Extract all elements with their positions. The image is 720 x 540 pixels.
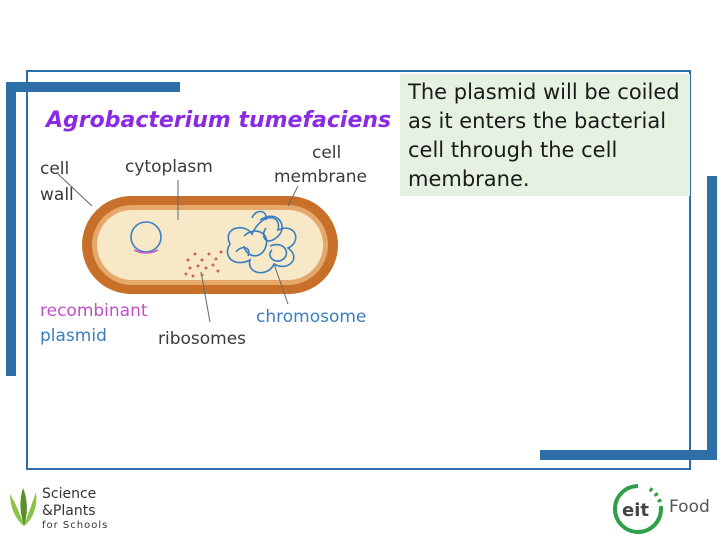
bacterium-diagram: Agrobacterium tumefaciens cell wall cyto…: [40, 108, 391, 349]
eit-food-logo-icon: eit: [613, 484, 664, 534]
diagram-title: Agrobacterium tumefaciens: [44, 108, 391, 133]
frame-accent-top-left-vertical: [6, 82, 16, 376]
explanation-note: The plasmid will be coiled as it enters …: [400, 74, 690, 196]
cell-membrane-label-line1: cell: [312, 143, 341, 163]
recombinant-plasmid: [130, 221, 162, 253]
ribosomes-label: ribosomes: [158, 329, 246, 349]
cytoplasm-label: cytoplasm: [125, 157, 213, 177]
cell-wall-leader: [57, 173, 93, 207]
slide-frame: [26, 70, 691, 470]
cell-membrane-leader: [287, 185, 299, 207]
chromosome-label: chromosome: [256, 307, 366, 327]
cell-wall-label-line2: wall: [40, 185, 74, 205]
recombinant-plasmid-label-line2: plasmid: [40, 326, 107, 346]
science-plants-line2: &Plants: [42, 503, 96, 519]
science-plants-line3: for Schools: [42, 520, 109, 531]
science-plants-logo-text: Science &Plants for Schools: [42, 486, 108, 532]
cell-membrane-label-line2: membrane: [274, 167, 367, 187]
ribosomes-leader: [200, 271, 211, 323]
frame-accent-top-left-horizontal: [6, 82, 180, 92]
chromosome-leader: [273, 263, 289, 305]
frame-accent-bottom-right-horizontal: [540, 450, 717, 460]
plasmid-highlight: [133, 249, 159, 254]
recombinant-plasmid-label-line1: recombinant: [40, 301, 148, 321]
chromosome: [226, 210, 297, 274]
science-plants-line1: Science: [42, 486, 97, 502]
cytoplasm: [97, 210, 323, 280]
ribosome-dots: [184, 250, 223, 278]
cell-wall-label-line1: cell: [40, 159, 69, 179]
frame-accent-bottom-right-vertical: [707, 176, 717, 460]
eit-mark: eit: [622, 500, 649, 521]
eit-food-word: Food: [669, 497, 710, 517]
science-plants-leaf-icon: [10, 488, 37, 526]
